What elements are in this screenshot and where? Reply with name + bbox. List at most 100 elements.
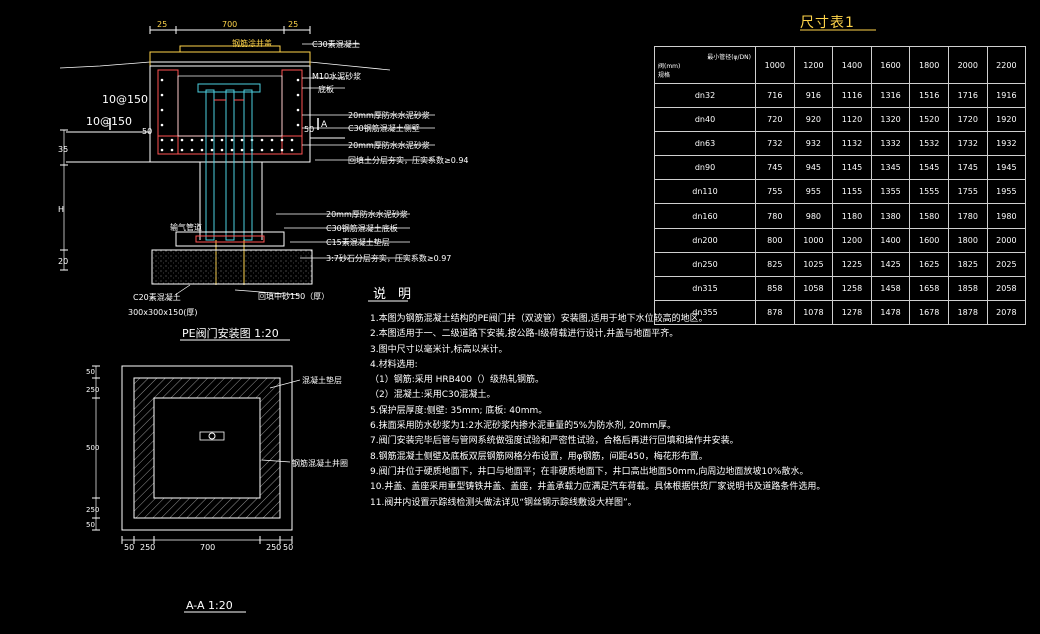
col-header: 1800: [909, 46, 949, 84]
table-cell: 1145: [832, 155, 872, 181]
table-cell: 932: [793, 131, 834, 157]
table-cell: 1180: [832, 203, 872, 229]
table-cell: 1955: [986, 179, 1027, 205]
note-item: 2.本图适用于一、二级道路下安装,按公路-I级荷载进行设计,井盖与地面平齐。: [370, 329, 679, 340]
table-cell: 1025: [793, 251, 834, 277]
notes-list: 1.本图为钢筋混凝土结构的PE阀门井（双波管）安装图,适用于地下水位较高的地区。…: [370, 312, 1030, 511]
table-cell: 1478: [870, 299, 911, 325]
row-label: dn160: [654, 203, 756, 229]
table-cell: 1916: [986, 82, 1027, 109]
table-cell: 1678: [909, 299, 949, 325]
dim-l3: 500: [86, 444, 99, 452]
note-item: 7.阀门安装完毕后管与管网系统做强度试验和严密性试验，合格后再进行回填和操作井安…: [370, 436, 739, 447]
label-layer1: 20mm厚防水水泥砂浆: [348, 110, 430, 120]
table-cell: 732: [755, 131, 795, 157]
dim-v3: 20: [58, 257, 68, 266]
note-item: 8.钢筋混凝土侧壁及底板双层钢筋网格分布设置，用φ钢筋，间距450，梅花形布置。: [370, 451, 708, 462]
table-cell: 920: [793, 107, 834, 133]
table-cell: 1745: [947, 155, 988, 181]
dim-l1: 50: [86, 368, 95, 376]
table-cell: 1345: [870, 155, 911, 181]
table-cell: 1320: [870, 107, 911, 133]
table-cell: 858: [755, 275, 795, 301]
plan-view: [92, 365, 301, 613]
row-label: dn200: [654, 227, 756, 253]
label-layer8: 3:7砂石分层夯实，压实系数≥0.97: [326, 253, 451, 263]
table-cell: 2058: [986, 275, 1027, 301]
table-cell: 1000: [793, 227, 834, 253]
table-cell: 1516: [909, 82, 949, 109]
table-cell: 1545: [909, 155, 949, 181]
label-layer4: 回填土分层夯实，压实系数≥0.94: [348, 155, 469, 165]
table-cell: 1980: [986, 203, 1027, 229]
dim-50-left: 50: [142, 127, 152, 136]
label-base: 底板: [318, 84, 334, 94]
row-label: dn355: [654, 299, 756, 325]
table-cell: 1920: [986, 107, 1027, 133]
table-cell: 955: [793, 179, 834, 205]
table-cell: 1858: [947, 275, 988, 301]
table-cell: 1155: [832, 179, 872, 205]
table-cell: 2000: [986, 227, 1027, 253]
label-sand: 回填中砂150（厚）: [258, 291, 329, 301]
table-cell: 1258: [832, 275, 872, 301]
table-cell: 1625: [909, 251, 949, 277]
dim-top-left: 25: [157, 20, 167, 29]
label-layer2: C30钢筋混凝土侧壁: [348, 123, 420, 133]
row-label: dn250: [654, 251, 756, 277]
dim-b4: 250: [266, 543, 281, 552]
dim-b1: 50: [124, 543, 134, 552]
label-cushion: 混凝土垫层: [302, 375, 342, 385]
note-item: （2）混凝土:采用C30混凝土。: [370, 390, 496, 401]
section-labels: 25 700 25 钢筋涂井盖 C30素混凝土 M10水泥砂浆 底板 10@15…: [58, 20, 469, 317]
dim-v2: H: [58, 205, 64, 214]
header-side: 规格: [658, 71, 671, 79]
label-layer6: C30钢筋混凝土底板: [326, 223, 398, 233]
label-cover: 钢筋涂井盖: [232, 38, 272, 48]
table-cell: 1400: [870, 227, 911, 253]
plan-labels: 混凝土垫层 钢筋混凝土井圈 50 250 700 250 50 50 250 5…: [86, 368, 348, 612]
note-item: 10.井盖、盖座采用重型铸铁井盖、盖座，井盖承载力应满足汽车荷载。具体根据供货厂…: [370, 482, 826, 493]
label-layer5: 20mm厚防水水泥砂浆: [326, 209, 408, 219]
table-cell: 1755: [947, 179, 988, 205]
rebar-b: 10@150: [86, 115, 132, 128]
table-cell: 1332: [870, 131, 911, 157]
dim-l5: 50: [86, 521, 95, 529]
table-header-row: 最小管径(φ/DN) 阀(mm) 规格 1000 1200 1400 1600 …: [654, 46, 1027, 84]
row-label: dn90: [654, 155, 756, 181]
table-cell: 1380: [870, 203, 911, 229]
note-item: 5.保护层厚度:侧壁: 35mm; 底板: 40mm。: [370, 405, 548, 416]
table-cell: 1945: [986, 155, 1027, 181]
table-cell: 1058: [793, 275, 834, 301]
note-item: 3.图中尺寸以毫米计,标高以米计。: [370, 344, 508, 355]
dim-l2: 250: [86, 386, 99, 394]
col-header: 1400: [832, 46, 872, 84]
table-cell: 1580: [909, 203, 949, 229]
table-cell: 1732: [947, 131, 988, 157]
table-cell: 1132: [832, 131, 872, 157]
table-cell: 1278: [832, 299, 872, 325]
col-header: 2000: [947, 46, 988, 84]
dim-l4: 250: [86, 506, 99, 514]
label-layer3: 20mm厚防水水泥砂浆: [348, 140, 430, 150]
header-bottom: 阀(mm): [658, 62, 681, 70]
table-cell: 1932: [986, 131, 1027, 157]
table-cell: 1780: [947, 203, 988, 229]
plan-title: A-A 1:20: [186, 599, 233, 612]
table-cell: 1520: [909, 107, 949, 133]
row-label: dn32: [654, 82, 756, 109]
table-cell: 1316: [870, 82, 911, 109]
label-layer7: C15素混凝土垫层: [326, 237, 390, 247]
table-cell: 1355: [870, 179, 911, 205]
dim-top-mid: 700: [222, 20, 237, 29]
dim-50-right: 50: [304, 125, 314, 134]
dim-v1: 35: [58, 145, 68, 154]
table-cell: 2025: [986, 251, 1027, 277]
header-top: 最小管径(φ/DN): [707, 53, 751, 61]
